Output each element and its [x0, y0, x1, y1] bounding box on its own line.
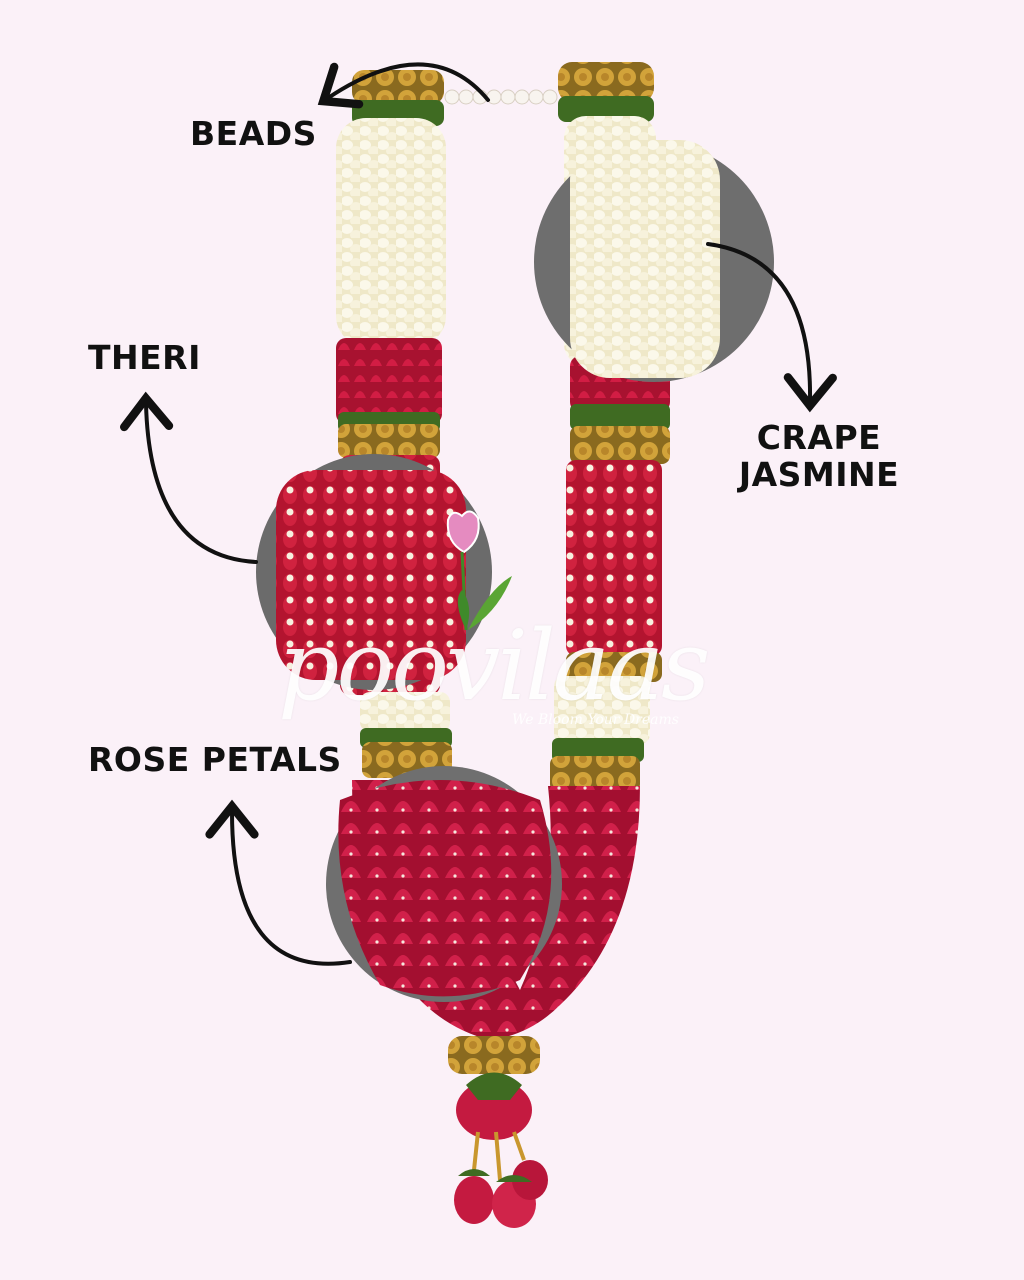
label-theri: THERI — [88, 338, 201, 377]
arrow-rose-petals — [205, 799, 352, 966]
zoom-circle-crape-jasmine — [534, 140, 774, 382]
brand-tagline: We Bloom Your Dreams — [512, 712, 679, 728]
arrow-theri — [120, 391, 258, 564]
zoom-circle-rose-petals — [326, 766, 562, 1002]
label-beads: BEADS — [190, 114, 317, 153]
label-crape-line1: CRAPE — [756, 418, 882, 457]
label-rose-petals: ROSE PETALS — [88, 740, 342, 779]
label-crape-jasmine: CRAPE JASMINE — [734, 418, 904, 494]
arrow-crape-jasmine — [706, 242, 837, 413]
tassel — [454, 1131, 548, 1228]
zoom-circle-theri — [256, 454, 492, 690]
brand-watermark: poovilaas — [278, 610, 710, 722]
arrow-beads — [317, 62, 490, 109]
tulip-icon — [446, 510, 512, 631]
label-crape-line2: JASMINE — [738, 454, 900, 494]
bead-string — [444, 89, 558, 105]
